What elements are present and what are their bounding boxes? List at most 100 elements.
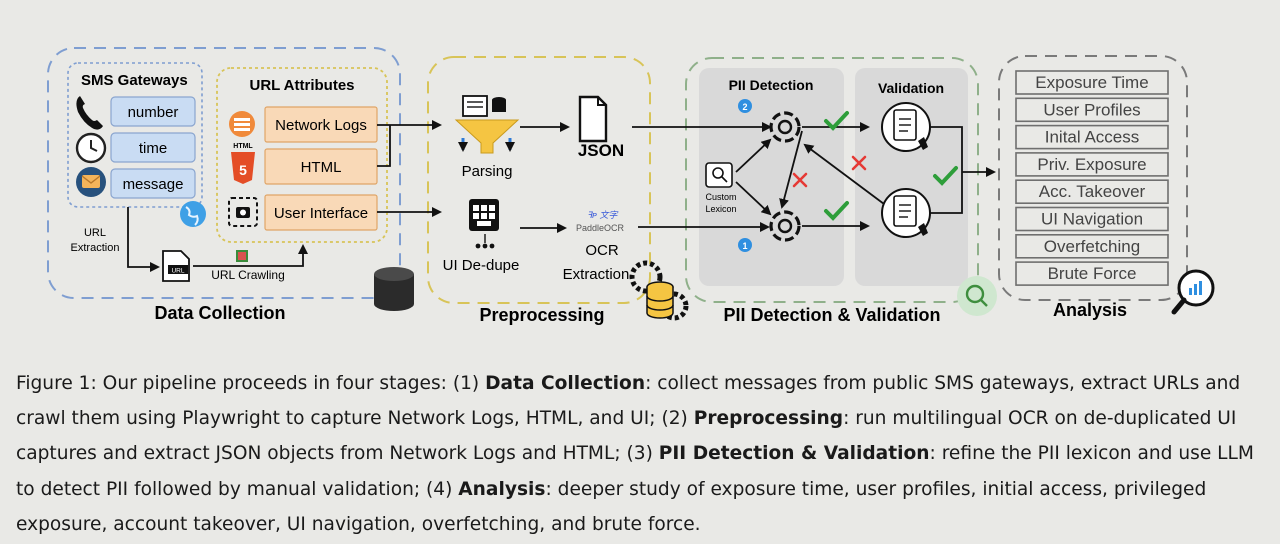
caption-part-2: : collect messages from public SMS gatew… bbox=[16, 373, 1241, 430]
analysis-item-label: Acc. Takeover bbox=[1039, 182, 1146, 201]
ui-dedupe-icon bbox=[469, 199, 499, 249]
custom-lexicon-icon bbox=[705, 162, 733, 188]
analysis-item-box bbox=[1015, 97, 1169, 123]
globe-icon bbox=[180, 201, 206, 227]
analysis-border bbox=[998, 55, 1188, 301]
extraction-arrow bbox=[127, 207, 160, 272]
data-collection-border bbox=[47, 47, 401, 299]
url-crawling-label: URL Crawling bbox=[211, 268, 285, 282]
caption-bold-preprocessing: Preprocessing bbox=[693, 408, 844, 430]
lexicon-down-arrow bbox=[735, 181, 772, 216]
svg-text:ꟻᴘ 文字: ꟻᴘ 文字 bbox=[587, 210, 618, 220]
paddleocr-logo-icon: ꟻᴘ 文字 PaddleOCR bbox=[576, 210, 625, 233]
caption-part-1: Figure 1: Our pipeline proceeds in four … bbox=[16, 373, 486, 394]
db-gear-icon bbox=[629, 260, 689, 321]
cross-icon-left bbox=[792, 172, 808, 188]
parsing-label: Parsing bbox=[462, 163, 513, 180]
validation-title: Validation bbox=[878, 80, 944, 96]
pipeline-diagram: SMS Gateways number time message URL Att… bbox=[47, 47, 1215, 325]
pii-border bbox=[685, 57, 979, 303]
stage-data-collection-label: Data Collection bbox=[154, 303, 285, 323]
sms-gateways-title: SMS Gateways bbox=[81, 72, 188, 89]
message-icon bbox=[76, 167, 106, 197]
svg-text:1: 1 bbox=[742, 241, 747, 251]
analysis-item-label: Overfetching bbox=[1044, 237, 1140, 256]
crawling-arrow bbox=[193, 244, 308, 267]
json-label: JSON bbox=[578, 141, 624, 160]
url-extraction-line2: Extraction bbox=[71, 242, 120, 254]
html5-icon: HTML 5 bbox=[231, 143, 255, 184]
svg-text:2: 2 bbox=[742, 102, 747, 112]
validation-panel bbox=[855, 68, 968, 286]
html-arrow bbox=[377, 125, 391, 167]
sms-gateways-border bbox=[67, 62, 203, 208]
caption-bold-data-collection: Data Collection bbox=[485, 373, 646, 394]
svg-text:5: 5 bbox=[239, 162, 247, 178]
ocr-label-line1: OCR bbox=[585, 242, 619, 259]
sms-item-time-label: time bbox=[139, 140, 167, 157]
svg-text:URL: URL bbox=[171, 268, 184, 275]
analysis-item-label: Brute Force bbox=[1048, 264, 1137, 283]
custom-lexicon-line2: Lexicon bbox=[705, 204, 736, 214]
pii-search-icon bbox=[957, 276, 997, 316]
check-icon-bottom bbox=[824, 201, 849, 221]
phone-icon bbox=[76, 96, 103, 130]
caption-bold-pii: PII Detection & Validation bbox=[658, 443, 930, 465]
url-attr-network-logs-label: Network Logs bbox=[275, 117, 367, 134]
analysis-item-box bbox=[1015, 261, 1169, 286]
analysis-item-label: Exposure Time bbox=[1035, 73, 1148, 92]
sms-item-number-label: number bbox=[128, 104, 179, 121]
camera-icon bbox=[228, 197, 258, 227]
url-file-icon: URL bbox=[162, 250, 190, 282]
json-file-icon bbox=[578, 95, 608, 143]
ui-dedupe-label: UI De-dupe bbox=[443, 257, 520, 274]
caption-bold-analysis: Analysis bbox=[458, 478, 546, 500]
check-icon-top bbox=[824, 111, 849, 131]
figure-caption: Figure 1: Our pipeline proceeds in four … bbox=[16, 366, 1266, 542]
stage-pii-label: PII Detection & Validation bbox=[723, 305, 940, 325]
analysis-item-box bbox=[1015, 234, 1169, 259]
sms-item-number bbox=[110, 96, 196, 127]
analysis-item-label: Priv. Exposure bbox=[1037, 155, 1146, 174]
validation-clipboard-icon-bottom bbox=[881, 188, 931, 238]
url-attr-user-interface-label: User Interface bbox=[274, 205, 368, 222]
analysis-item-label: UI Navigation bbox=[1041, 210, 1143, 229]
url-attributes-title: URL Attributes bbox=[250, 77, 355, 94]
analysis-item-box bbox=[1015, 206, 1169, 232]
sms-item-time bbox=[110, 132, 196, 163]
analysis-item-box bbox=[1015, 70, 1169, 95]
llm-bottom-icon bbox=[769, 210, 801, 242]
parsing-funnel-icon bbox=[454, 95, 520, 154]
analysis-item-box bbox=[1015, 124, 1169, 150]
svg-text:HTML: HTML bbox=[233, 143, 253, 150]
url-extraction-line1: URL bbox=[84, 227, 106, 239]
analysis-item-label: User Profiles bbox=[1043, 100, 1140, 119]
url-attr-html-label: HTML bbox=[301, 159, 342, 176]
url-attributes-border bbox=[216, 67, 388, 243]
caption-part-5: : deeper study of exposure time, user pr… bbox=[16, 478, 1207, 535]
sms-item-message bbox=[110, 168, 196, 199]
analysis-item-box bbox=[1015, 179, 1169, 204]
svg-text:PaddleOCR: PaddleOCR bbox=[576, 223, 625, 233]
llm-top-icon bbox=[769, 111, 801, 143]
lexicon-up-arrow bbox=[735, 138, 772, 173]
check-icon-validation bbox=[933, 166, 958, 186]
feedback-arrow bbox=[803, 143, 885, 205]
playwright-icon bbox=[236, 250, 248, 262]
database-icon bbox=[374, 267, 414, 311]
clock-icon bbox=[75, 132, 107, 164]
custom-lexicon-line1: Custom bbox=[705, 192, 736, 202]
validation-clipboard-icon-top bbox=[881, 102, 931, 152]
cross-icon-right bbox=[851, 155, 867, 171]
analysis-magnifier-icon bbox=[1171, 269, 1215, 315]
caption-part-4: : refine the PII lexicon and use LLM to … bbox=[16, 443, 1254, 500]
validation-to-analysis-arrow bbox=[930, 126, 994, 214]
network-logs-icon bbox=[229, 111, 255, 137]
step-badge-1: 1 bbox=[738, 238, 752, 252]
analysis-item-label: Inital Access bbox=[1045, 128, 1140, 147]
ocr-label-line2: Extraction bbox=[563, 266, 630, 283]
sms-item-message-label: message bbox=[123, 176, 184, 193]
stage-analysis-label: Analysis bbox=[1053, 300, 1127, 320]
pii-detection-panel bbox=[699, 68, 844, 286]
